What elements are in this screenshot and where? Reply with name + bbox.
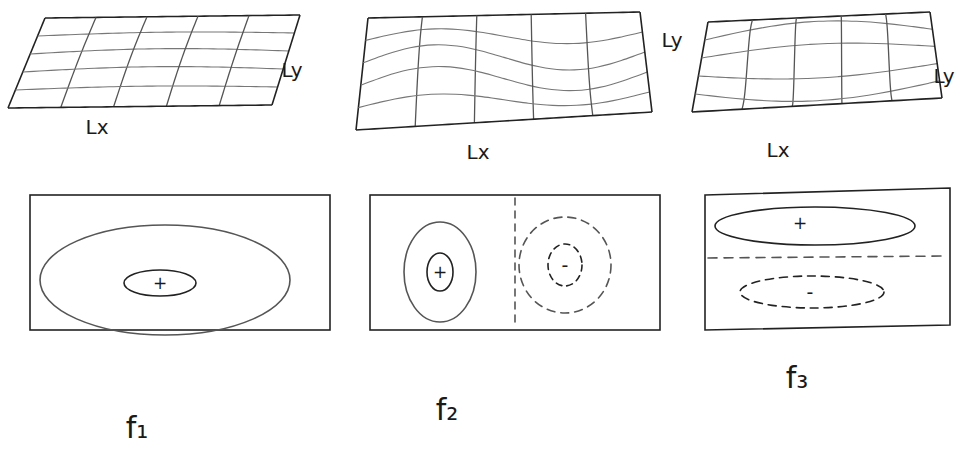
domain-rectangle [30,195,330,330]
contour-line [740,276,884,308]
domain-rectangle [370,195,660,330]
surface-grid-line [8,18,45,108]
mode-label: f₁ [126,413,149,443]
surface-grid-line [356,18,368,130]
surface-grid-line [474,16,476,123]
dimension-label: Lx [767,140,790,160]
contour-line [124,270,196,296]
surface-grid-line [368,12,640,18]
surface-grid-line [61,17,96,107]
surface-grid-line [702,43,935,58]
surface-grid-line [23,67,283,72]
domain-rectangle [705,188,950,330]
contour-line [40,225,290,335]
mode-label: f₃ [786,363,809,393]
surface-grid-line [698,64,937,79]
surface-grid-line [363,45,645,70]
dimension-label: Lx [467,142,490,162]
surface-grid-line [586,13,593,115]
sign-label: + [793,215,807,232]
surface-grid-line [15,86,277,90]
surface-grid-line [792,18,797,106]
surface-grid-line [114,17,147,107]
surface-grid-line [356,112,652,130]
surface-grid-line [886,14,892,101]
surface-grid-line [166,16,198,106]
sign-label: + [433,264,447,281]
surface-grid-line [8,105,272,108]
sign-label: - [807,283,814,302]
dimension-label: Lx [86,117,109,137]
surface-grid-line [366,29,643,44]
contour-line [519,217,611,313]
contour-line [404,222,476,322]
sign-label: + [153,275,167,292]
surface-grid-line [692,98,942,112]
surface-grid-line [841,16,843,104]
dimension-label: Ly [933,66,954,86]
surface-grid-line [708,12,930,22]
surface-grid-line [361,67,647,91]
surface-grid-line [358,92,649,108]
sign-label: - [562,256,569,275]
surface-grid-line [695,81,939,102]
surface-grid-line [705,21,933,40]
dimension-label: Ly [281,60,302,80]
surface-grid-line [640,12,652,112]
surface-grid-line [38,32,295,36]
nodal-line [708,256,947,258]
contour-line [548,244,582,286]
surface-grid-line [219,16,249,106]
surface-grid-line [45,15,300,18]
surface-grid-line [692,22,708,112]
contour-line [715,207,915,245]
contour-line [427,253,453,291]
mode-label: f₂ [436,395,459,425]
surface-grid-line [742,20,752,109]
nodal-line [514,198,516,328]
surface-grid-line [30,49,289,54]
surface-grid-line [415,17,422,127]
dimension-label: Ly [661,30,682,50]
